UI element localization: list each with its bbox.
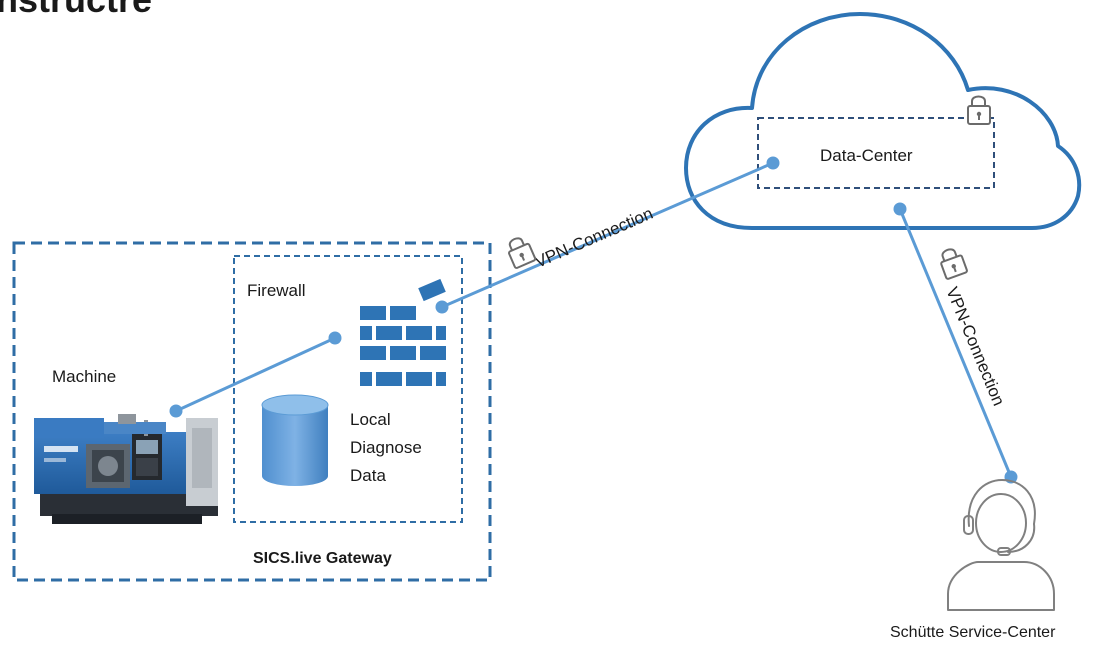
headset-person-icon (947, 479, 1055, 611)
endpoint-dot (435, 300, 449, 314)
vpn-connection-line-right (898, 208, 1013, 478)
brick-wall-icon (360, 278, 446, 386)
firewall-box (233, 255, 463, 523)
endpoint-dot (328, 331, 342, 345)
gateway-box (12, 241, 492, 582)
page-title: nstructre (0, 0, 152, 20)
endpoint-dot (169, 404, 183, 418)
diagnose-label: Diagnose (350, 438, 422, 457)
vpn-connection-line-left (441, 161, 774, 309)
database-cylinder-icon (261, 394, 329, 486)
service-center-label: Schütte Service-Center (890, 624, 1056, 641)
gateway-label: SICS.live Gateway (253, 550, 392, 567)
data-center-label: Data-Center (820, 146, 913, 165)
firewall-label: Firewall (247, 281, 306, 300)
cloud-icon (684, 12, 1082, 230)
machine-connection-line (175, 336, 336, 413)
vpn-connection-label-left: VPN-Connection (532, 204, 656, 272)
lock-icon (508, 237, 537, 269)
data-label: Data (350, 466, 386, 485)
machine-label: Machine (52, 367, 116, 386)
lock-icon (940, 248, 968, 280)
cnc-machine-image (34, 414, 218, 524)
lock-icon (967, 95, 991, 125)
endpoint-dot (766, 156, 780, 170)
endpoint-dot (893, 202, 907, 216)
data-center-box (757, 117, 995, 189)
local-label: Local (350, 410, 391, 429)
